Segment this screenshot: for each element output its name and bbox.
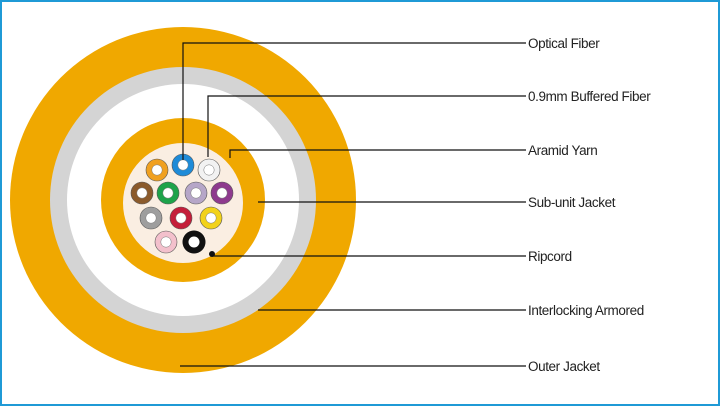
fiber-core — [175, 212, 187, 224]
fiber-core — [162, 187, 174, 199]
leader-optical-fiber — [182, 42, 526, 160]
fiber-core — [216, 187, 228, 199]
label-optical-fiber: Optical Fiber — [528, 36, 600, 51]
fiber-core — [205, 212, 217, 224]
label-aramid-yarn: Aramid Yarn — [528, 143, 597, 158]
fiber-core — [190, 187, 202, 199]
fiber-core — [151, 164, 163, 176]
leader-lines — [180, 42, 526, 367]
fiber-core — [136, 187, 148, 199]
fiber-core — [160, 236, 172, 248]
label-interlocking-armored: Interlocking Armored — [528, 303, 644, 318]
fiber-core — [203, 164, 215, 176]
fiber-core — [188, 236, 200, 248]
label-ripcord: Ripcord — [528, 249, 572, 264]
leader-aramid-yarn — [229, 149, 526, 158]
label-buffered-fiber: 0.9mm Buffered Fiber — [528, 89, 651, 104]
label-subunit-jacket: Sub-unit Jacket — [528, 195, 616, 210]
label-outer-jacket: Outer Jacket — [528, 359, 600, 374]
fiber-core — [177, 159, 189, 171]
fiber-bundle — [130, 153, 234, 254]
leader-buffered-fiber — [207, 95, 526, 157]
fiber-core — [145, 212, 157, 224]
